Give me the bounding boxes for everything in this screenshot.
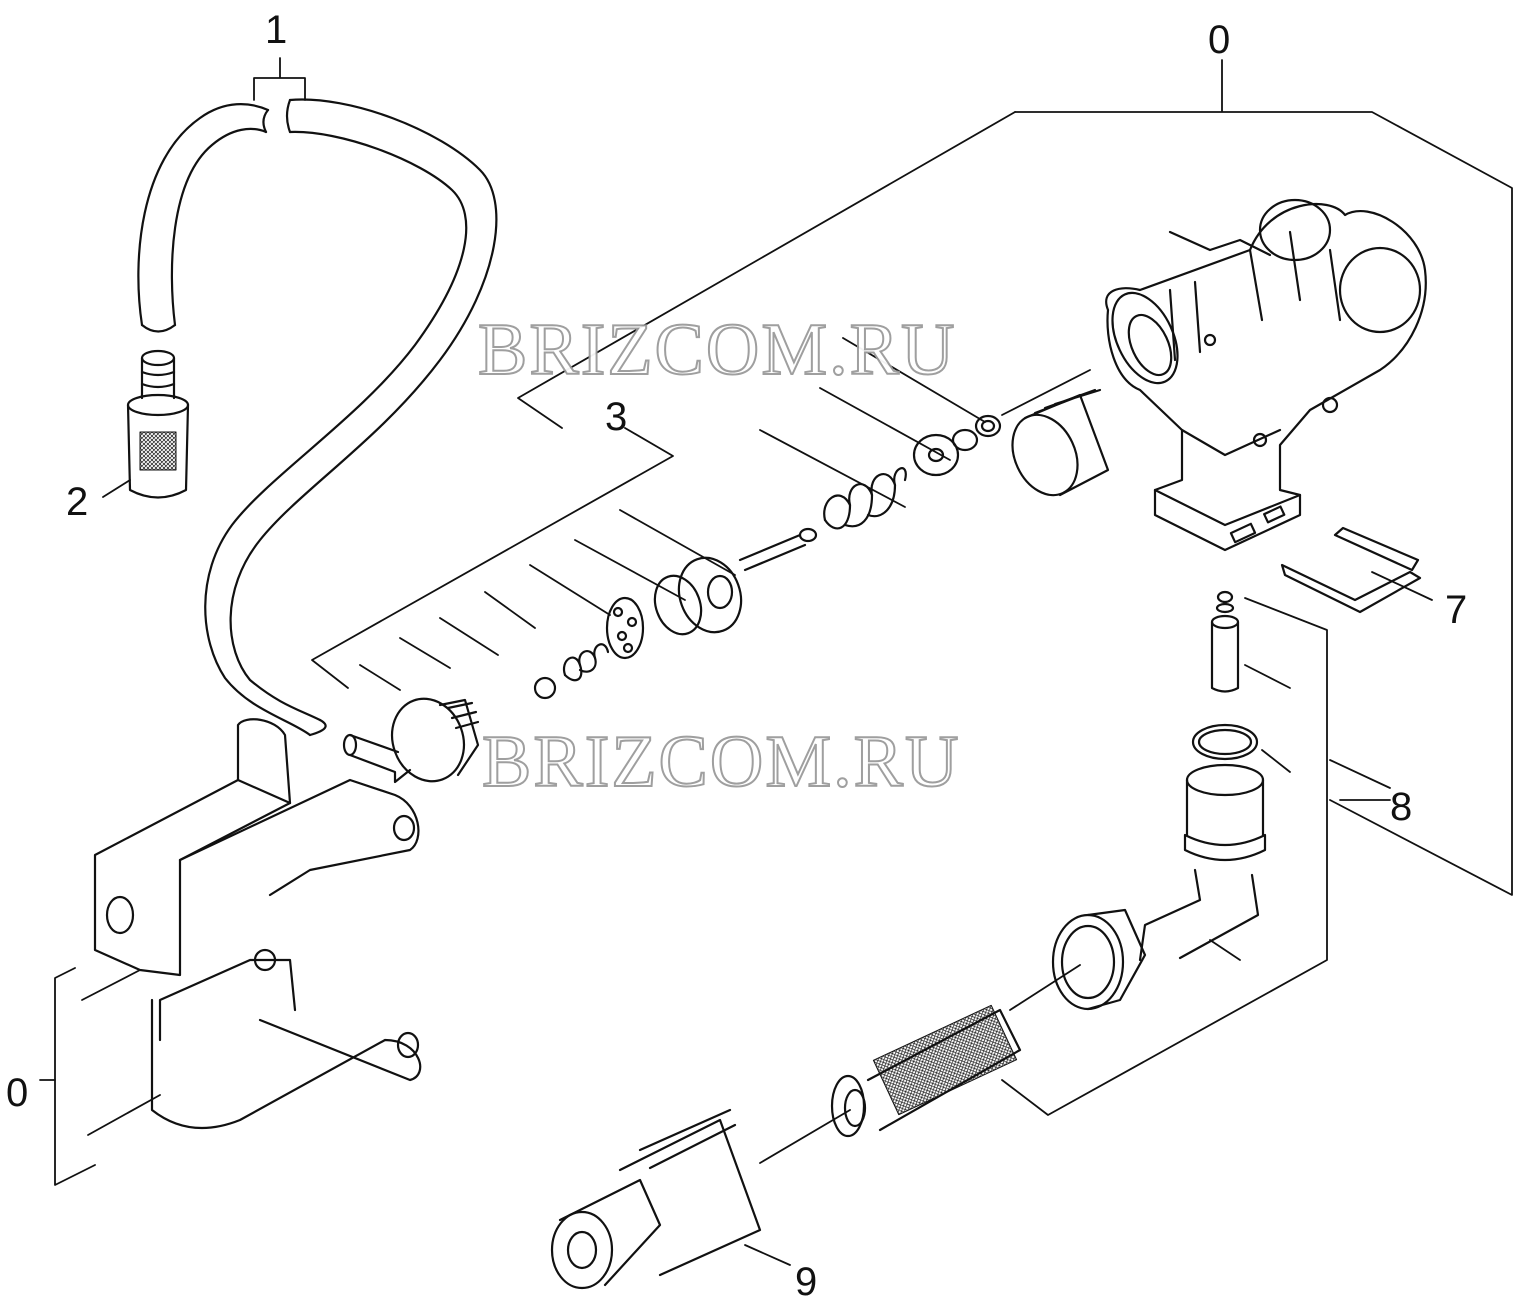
callout-9: 9 — [795, 1260, 818, 1304]
perforated-disc — [605, 596, 645, 660]
inlet-filter — [126, 349, 190, 499]
hose — [137, 98, 498, 737]
valve-ball — [533, 676, 557, 700]
callout-8: 8 — [1390, 785, 1413, 829]
valve-housing — [1105, 198, 1427, 552]
valve-piston — [653, 527, 818, 636]
callout-7: 7 — [1445, 588, 1468, 632]
callout-0-left: 0 — [6, 1071, 29, 1115]
motor-brackets — [93, 718, 422, 1130]
hose-coupling — [550, 1108, 762, 1290]
threaded-sleeve — [1011, 388, 1110, 497]
leader-lines — [39, 57, 1513, 1266]
watermark: BRIZCOM.RU — [477, 309, 957, 391]
small-pin-parts — [1191, 590, 1259, 761]
clip-bracket — [1280, 526, 1422, 614]
o-rings-top — [912, 414, 1002, 477]
watermark: BRIZCOM.RU — [481, 721, 961, 803]
spring-small — [562, 643, 610, 682]
callout-0-top: 0 — [1208, 18, 1231, 62]
callout-2: 2 — [66, 480, 89, 524]
threaded-nut — [1051, 908, 1147, 1011]
spring-large — [823, 467, 907, 530]
callout-3: 3 — [605, 395, 628, 439]
callout-1: 1 — [265, 8, 288, 52]
check-valve-body — [342, 697, 480, 784]
elbow-connector — [1138, 763, 1267, 962]
mesh-filter-tube — [830, 1004, 1022, 1138]
